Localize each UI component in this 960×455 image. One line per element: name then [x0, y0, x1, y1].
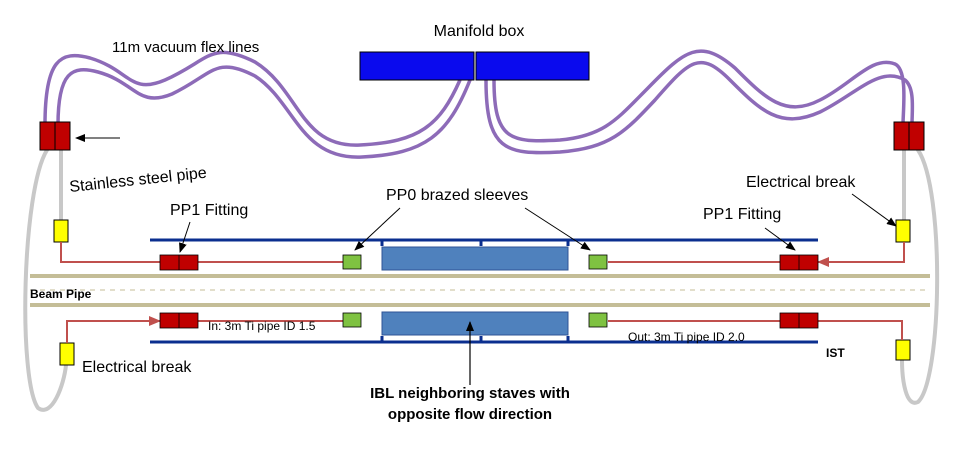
electrical-break-bottom-left	[59, 342, 75, 366]
out-pipe-label: Out: 3m Ti pipe ID 2.0	[628, 330, 745, 344]
manifold-box	[359, 51, 590, 81]
electrical-break-top-arrow	[851, 193, 897, 227]
pp0-sleeve-lower-left	[342, 312, 362, 328]
pp1-fitting-lower-left	[159, 312, 199, 329]
stainless-return-pipe-left	[23, 148, 68, 412]
flex-lines-left	[43, 50, 472, 159]
electrical-break-top-label: Electrical break	[746, 174, 856, 191]
pp0-sleeve-upper-left	[342, 254, 362, 270]
pp0-arrow-right	[524, 207, 591, 251]
electrical-break-bottom-right	[895, 339, 911, 361]
pp1-fitting-top-left	[39, 121, 71, 151]
flex-lines-label: 11m vacuum flex lines	[112, 39, 259, 56]
electrical-break-bottom-label: Electrical break	[82, 359, 192, 376]
pp1-fitting-left-label: PP1 Fitting	[170, 202, 248, 219]
pp0-sleeve-lower-right	[588, 312, 608, 328]
manifold-box-label: Manifold box	[434, 23, 525, 40]
in-pipe-label: In: 3m Ti pipe ID 1.5	[208, 319, 316, 333]
ist-label: IST	[826, 346, 845, 360]
pp1-fitting-top-right	[893, 121, 925, 151]
pp1-fitting-upper-left	[159, 254, 199, 271]
ibl-label-line2: opposite flow direction	[388, 406, 552, 423]
beam-pipe-label: Beam Pipe	[30, 287, 92, 301]
pp0-arrow-left	[354, 207, 401, 251]
ti-pipe-lower	[66, 316, 903, 343]
pp1-fitting-lower-right	[779, 312, 819, 329]
flex-lines-right	[484, 49, 915, 155]
stainless-pipe-label: Stainless steel pipe	[69, 165, 208, 196]
pp1-right-arrow	[764, 227, 796, 251]
ibl-stave-upper	[381, 246, 569, 271]
pp1-fitting-right-label: PP1 Fitting	[703, 206, 781, 223]
ibl-label-line1: IBL neighboring staves with	[370, 385, 570, 402]
ist-lower	[150, 336, 818, 344]
stainless-return-pipe-right	[900, 148, 940, 405]
pp1-left-arrow	[179, 221, 191, 253]
pp1-fitting-upper-right	[779, 254, 819, 271]
ti-pipe-upper	[60, 242, 905, 267]
ist-upper	[150, 238, 818, 246]
ibl-stave-lower	[381, 311, 569, 336]
beam-pipe	[30, 274, 930, 307]
electrical-break-top-right	[895, 219, 911, 243]
electrical-break-top-left	[53, 219, 69, 243]
pp0-sleeve-upper-right	[588, 254, 608, 270]
pp0-sleeves-label: PP0 brazed sleeves	[386, 187, 528, 204]
